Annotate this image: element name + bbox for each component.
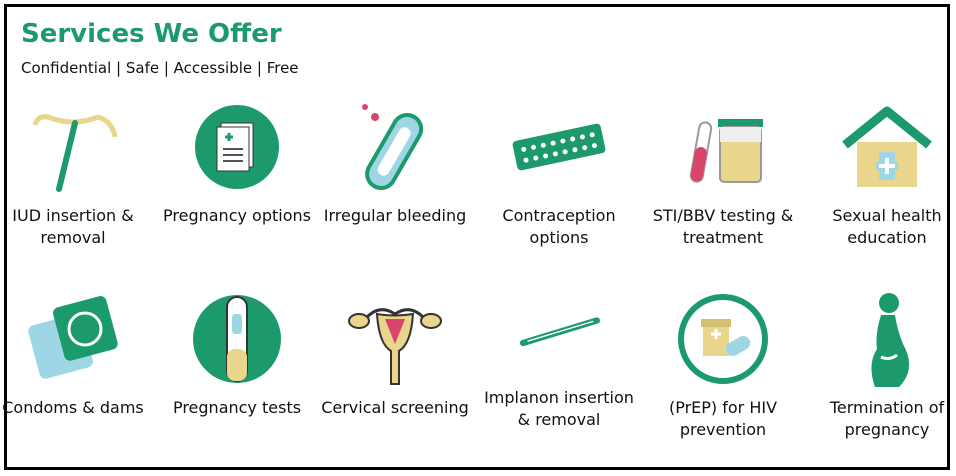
documents-icon bbox=[195, 105, 279, 189]
service-contraception: Contraception options bbox=[484, 97, 634, 249]
service-label: Condoms & dams bbox=[2, 398, 144, 417]
service-sti-testing: STI/BBV testing & treatment bbox=[648, 97, 798, 249]
service-label: Implanon insertion & removal bbox=[484, 388, 634, 429]
service-pregnancy-tests: Pregnancy tests bbox=[162, 289, 312, 419]
service-sexual-health-education: Sexual health education bbox=[812, 97, 956, 249]
prep-pills-icon bbox=[678, 294, 768, 384]
condom-icon bbox=[28, 296, 118, 379]
service-label: Sexual health education bbox=[832, 206, 942, 247]
service-prep: (PrEP) for HIV prevention bbox=[648, 289, 798, 441]
pregnant-woman-icon bbox=[871, 293, 910, 387]
service-label: Pregnancy tests bbox=[172, 398, 302, 417]
service-label: Pregnancy options bbox=[163, 206, 311, 225]
services-infographic: Services We Offer Confidential | Safe | … bbox=[2, 4, 950, 470]
pad-icon bbox=[362, 104, 424, 191]
service-implanon: Implanon insertion & removal bbox=[484, 289, 634, 431]
test-tube-icon bbox=[689, 119, 763, 183]
service-label: (PrEP) for HIV prevention bbox=[668, 398, 778, 439]
pill-pack-icon bbox=[512, 123, 606, 171]
subtitle: Confidential | Safe | Accessible | Free bbox=[21, 59, 299, 77]
uterus-icon bbox=[348, 308, 442, 385]
service-label: Termination of pregnancy bbox=[829, 398, 945, 439]
page-title: Services We Offer bbox=[21, 19, 282, 49]
service-condoms: Condoms & dams bbox=[0, 289, 148, 419]
service-label: Contraception options bbox=[502, 206, 616, 247]
service-label: Cervical screening bbox=[321, 398, 469, 417]
house-icon bbox=[842, 106, 932, 187]
service-iud: IUD insertion & removal bbox=[0, 97, 148, 249]
implant-rod-icon bbox=[519, 317, 600, 347]
service-label: STI/BBV testing & treatment bbox=[652, 206, 794, 247]
service-cervical-screening: Cervical screening bbox=[320, 289, 470, 419]
service-label: Irregular bleeding bbox=[323, 206, 467, 225]
service-termination: Termination of pregnancy bbox=[812, 289, 956, 441]
service-label: IUD insertion & removal bbox=[12, 206, 134, 247]
service-irregular-bleeding: Irregular bleeding bbox=[320, 97, 470, 227]
pregnancy-test-icon bbox=[193, 295, 281, 383]
service-pregnancy-options: Pregnancy options bbox=[162, 97, 312, 227]
iud-icon bbox=[32, 114, 118, 192]
